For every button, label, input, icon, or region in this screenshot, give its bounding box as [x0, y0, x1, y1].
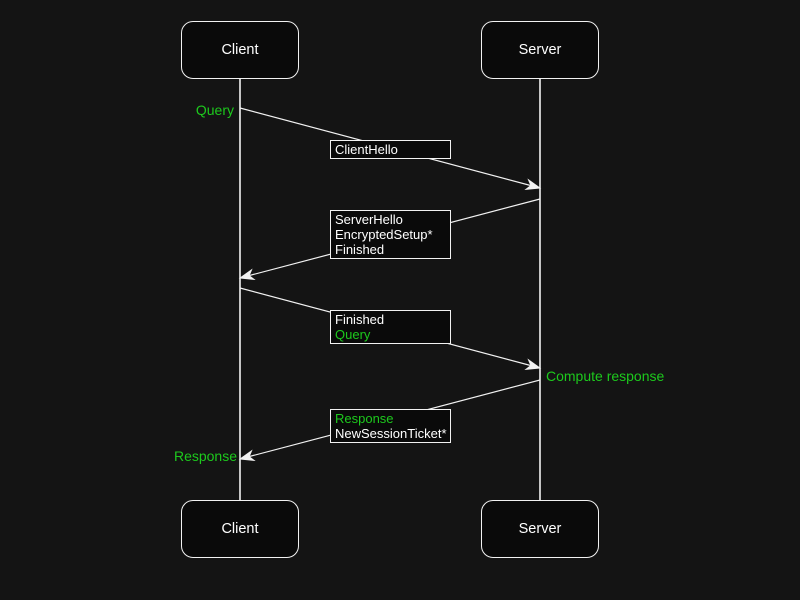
- actor-client-top-label: Client: [221, 42, 259, 58]
- message-text: EncryptedSetup*: [335, 227, 433, 242]
- actor-client-bottom: Client: [181, 500, 299, 558]
- message-label-finished-query: Finished Query: [330, 310, 451, 344]
- annotation-query: Query: [195, 102, 234, 118]
- actor-server-bottom-label: Server: [518, 521, 562, 537]
- actor-client-bottom-label: Client: [221, 521, 259, 537]
- annotation-compute-response: Compute response: [546, 368, 665, 384]
- actor-client-top: Client: [181, 21, 299, 79]
- message-label-serverhello: ServerHello EncryptedSetup* Finished: [330, 210, 451, 259]
- actor-server-top-label: Server: [518, 42, 562, 58]
- message-label-clienthello: ClientHello: [330, 140, 451, 159]
- annotation-response: Response: [173, 448, 237, 464]
- message-text: Finished: [335, 312, 385, 327]
- message-text-response: Response: [335, 411, 394, 426]
- message-text-query: Query: [335, 327, 371, 342]
- actor-server-bottom: Server: [481, 500, 599, 558]
- message-label-response-ticket: Response NewSessionTicket*: [330, 409, 451, 443]
- message-text: ClientHello: [335, 142, 398, 157]
- message-text: ServerHello: [335, 212, 403, 227]
- message-text: Finished: [335, 242, 385, 257]
- message-text: NewSessionTicket*: [335, 426, 447, 441]
- actor-server-top: Server: [481, 21, 599, 79]
